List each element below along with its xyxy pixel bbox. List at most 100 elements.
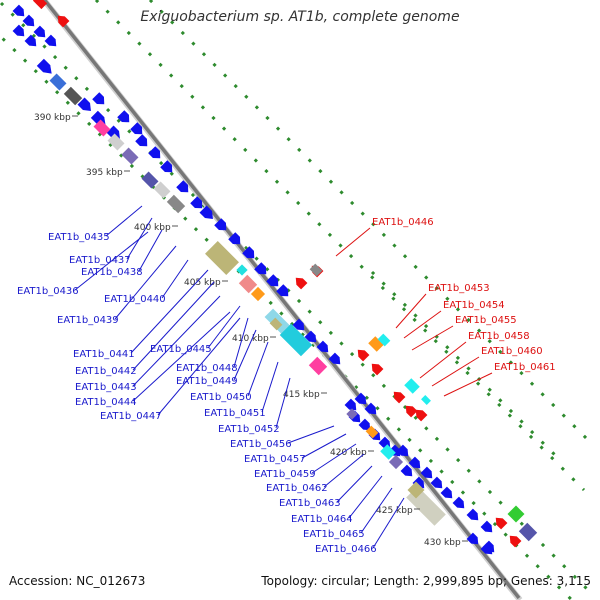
gene-label-EAT1b_0454: EAT1b_0454 <box>443 300 505 311</box>
grey-feature-right <box>309 263 323 277</box>
mid-forward-cds-3 <box>328 352 341 365</box>
olive-feature-block <box>205 241 239 275</box>
label-leader-EAT1b_0464 <box>348 475 383 519</box>
orange-feature-small-shape <box>250 286 266 302</box>
colored-feature-16 <box>153 181 171 199</box>
forward-cds-24 <box>254 262 267 275</box>
scale-tick-6: 415 kbp <box>283 390 320 400</box>
forward-cds-14-shape <box>160 160 173 173</box>
forward-cds-0 <box>36 58 52 74</box>
cyan-feature-right-3-shape <box>421 395 431 405</box>
lower-forward-cds-11-shape <box>430 476 443 489</box>
forward-cds-19-shape <box>190 196 203 209</box>
cyan-feature-block-shape <box>279 323 313 357</box>
colored-feature-9 <box>93 119 111 137</box>
scale-tick-5: 410 kbp <box>232 334 269 344</box>
gene-label-EAT1b_0455: EAT1b_0455 <box>455 315 517 326</box>
dotted-track-1 <box>0 33 575 600</box>
gene-label-EAT1b_0440: EAT1b_0440 <box>104 294 166 305</box>
accession-text: Accession: NC_012673 <box>9 574 146 588</box>
purple-feature-right-shape <box>518 522 538 542</box>
bottom-forward-cds-shape <box>480 542 493 555</box>
top-reverse-cds-2-shape <box>32 0 48 10</box>
gene-label-EAT1b_0449: EAT1b_0449 <box>176 376 238 387</box>
outer-forward-cds-5 <box>24 34 37 47</box>
forward-cds-4 <box>92 92 105 105</box>
reverse-cds-7-shape <box>495 517 508 530</box>
gene-label-EAT1b_0456: EAT1b_0456 <box>230 439 292 450</box>
cyan-feature-right-2 <box>404 378 420 394</box>
outer-forward-cds-2-shape <box>33 25 46 38</box>
outer-forward-cds-0-shape <box>12 4 25 17</box>
olive-feature-small-shape <box>269 317 283 331</box>
pink-feature-block-shape <box>308 356 328 376</box>
forward-cds-8 <box>130 122 143 135</box>
lower-forward-cds-8-shape <box>396 444 409 457</box>
forward-cds-8-shape <box>130 122 143 135</box>
mid-forward-cds-2 <box>316 340 329 353</box>
label-leader-EAT1b_0439 <box>114 245 177 320</box>
label-leader-EAT1b_0457 <box>301 433 347 459</box>
forward-cds-21 <box>214 218 227 231</box>
forward-cds-22 <box>228 232 241 245</box>
label-leader-EAT1b_0447 <box>157 317 241 416</box>
orange-feature-lower-shape <box>365 425 379 439</box>
gene-label-EAT1b_0441: EAT1b_0441 <box>73 349 135 360</box>
forward-cds-20-shape <box>199 205 213 219</box>
lower-forward-cds-4 <box>358 418 371 431</box>
label-leader-EAT1b_0435 <box>105 205 143 237</box>
cyan-feature-lower-shape <box>380 444 396 460</box>
orange-feature-right-shape <box>368 336 384 352</box>
reverse-cds-3-shape <box>371 363 384 376</box>
label-leader-EAT1b_0441 <box>130 269 209 354</box>
grey-feature-right-shape <box>309 263 323 277</box>
gene-label-EAT1b_0442: EAT1b_0442 <box>75 366 137 377</box>
label-leader-EAT1b_0440 <box>161 259 189 299</box>
lower-forward-cds-11 <box>430 476 443 489</box>
lower-forward-cds-10 <box>420 466 433 479</box>
olive-feature-small <box>269 317 283 331</box>
label-leader-EAT1b_0446 <box>335 227 371 257</box>
gene-label-EAT1b_0466: EAT1b_0466 <box>315 544 377 555</box>
lower-forward-cds-16-shape <box>466 532 479 545</box>
forward-cds-4-shape <box>92 92 105 105</box>
cyan-feature-block <box>279 323 313 357</box>
colored-feature-1-shape <box>49 73 67 91</box>
label-leader-EAT1b_0455 <box>411 325 454 351</box>
forward-cds-19 <box>190 196 203 209</box>
top-reverse-cds <box>57 15 70 28</box>
lower-forward-cds-1-shape <box>354 392 367 405</box>
gene-label-EAT1b_0435: EAT1b_0435 <box>48 232 110 243</box>
outer-forward-cds-2 <box>33 25 46 38</box>
mid-forward-cds-3-shape <box>328 352 341 365</box>
lower-forward-cds-13-shape <box>452 496 465 509</box>
reverse-cds-4 <box>393 391 406 404</box>
salmon-feature-block <box>238 274 258 294</box>
label-leader-EAT1b_0451 <box>261 361 279 413</box>
topology-text: Topology: circular; Length: 2,999,895 bp… <box>261 574 591 588</box>
reverse-cds-6 <box>415 409 428 422</box>
forward-cds-12 <box>135 134 148 147</box>
label-leader-EAT1b_0448 <box>233 317 249 368</box>
outer-forward-cds-3 <box>44 34 57 47</box>
label-leader-EAT1b_0453 <box>395 293 427 329</box>
forward-cds-18 <box>176 180 189 193</box>
olive-feature-block-shape <box>205 241 239 275</box>
gene-label-EAT1b_0465: EAT1b_0465 <box>303 529 365 540</box>
label-leader-EAT1b_0443 <box>132 295 221 387</box>
forward-cds-0-shape <box>36 58 52 74</box>
colored-feature-10-shape <box>107 133 125 151</box>
orange-feature-small <box>250 286 266 302</box>
gene-label-EAT1b_0457: EAT1b_0457 <box>244 454 306 465</box>
gene-label-EAT1b_0462: EAT1b_0462 <box>266 483 328 494</box>
cyan-feature-right-shape <box>377 333 391 347</box>
lower-forward-cds-18 <box>400 464 413 477</box>
forward-cds-26-shape <box>276 284 289 297</box>
label-leader-EAT1b_0459 <box>311 443 357 474</box>
lower-forward-cds-0 <box>344 398 357 411</box>
gene-label-EAT1b_0464: EAT1b_0464 <box>291 514 353 525</box>
gene-label-EAT1b_0448: EAT1b_0448 <box>176 363 238 374</box>
gene-label-EAT1b_0444: EAT1b_0444 <box>75 397 137 408</box>
label-leader-EAT1b_0458 <box>419 341 467 379</box>
